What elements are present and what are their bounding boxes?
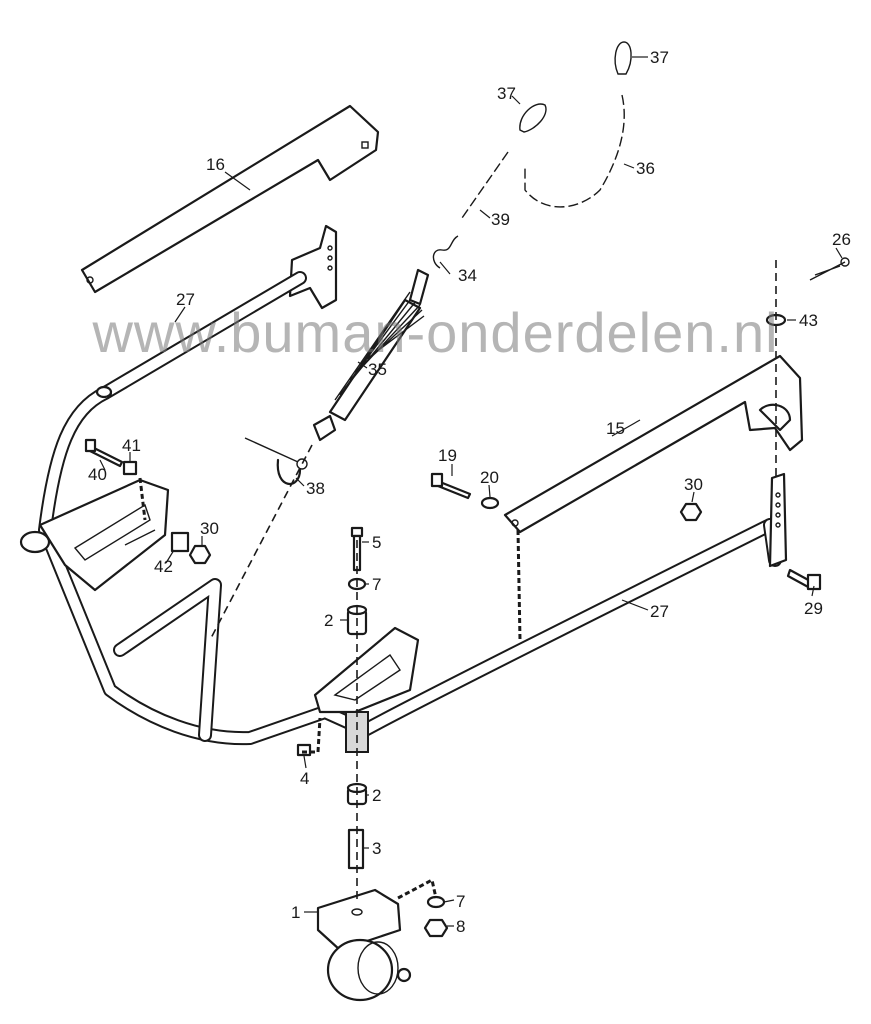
part-27-rear-bracket	[288, 224, 338, 310]
callout-5: 5	[372, 533, 381, 552]
part-1-caster-wheel	[316, 888, 412, 1002]
part-38-shackle	[244, 437, 308, 486]
callout-34: 34	[458, 266, 477, 285]
part-27-main-frame	[19, 271, 782, 746]
part-2-bushing-bottom	[346, 782, 368, 806]
callout-37-top: 37	[650, 48, 669, 67]
callout-38: 38	[306, 479, 325, 498]
part-34-s-hook	[432, 235, 459, 269]
part-5-bolt	[350, 526, 364, 572]
callout-2-bottom: 2	[372, 786, 381, 805]
part-3-spacer	[347, 828, 365, 870]
part-37-hook-left	[519, 103, 547, 133]
callout-3: 3	[372, 839, 381, 858]
callout-7-top: 7	[372, 575, 381, 594]
assembly-lines	[138, 260, 777, 900]
callout-16: 16	[206, 155, 225, 174]
part-8-nut	[423, 918, 449, 938]
callout-26: 26	[832, 230, 851, 249]
part-16-upper-bar	[80, 104, 380, 294]
callout-7-bottom: 7	[456, 892, 465, 911]
part-19-bolt	[430, 472, 472, 500]
part-4-bolt	[296, 743, 312, 757]
part-36-chain	[524, 94, 625, 208]
part-15-right-bar	[503, 354, 804, 534]
callout-27-bottom: 27	[650, 602, 669, 621]
part-35-spring	[312, 268, 430, 442]
center-foot-plate	[313, 626, 420, 714]
callout-20: 20	[480, 468, 499, 487]
part-37-hook-top	[614, 41, 632, 75]
callout-41: 41	[122, 436, 141, 455]
part-7-washer-bottom	[426, 895, 446, 909]
callout-4: 4	[300, 769, 309, 788]
callout-8: 8	[456, 917, 465, 936]
callout-43: 43	[799, 311, 818, 330]
right-upright	[768, 472, 788, 568]
part-41-nut	[122, 460, 138, 476]
callouts: 16 27 15 27 19 20 26 43 30 29 34 35 37 3…	[88, 48, 851, 936]
part-40-bolt	[84, 438, 124, 468]
callout-30-right: 30	[684, 475, 703, 494]
callout-2-top: 2	[324, 611, 333, 630]
part-30-nut-right	[679, 502, 703, 522]
callout-29: 29	[804, 599, 823, 618]
callout-19: 19	[438, 446, 457, 465]
callout-27-top: 27	[176, 290, 195, 309]
callout-1: 1	[291, 903, 300, 922]
callout-15: 15	[606, 419, 625, 438]
part-30-nut-left	[188, 544, 212, 565]
callout-36: 36	[636, 159, 655, 178]
part-39-chain-short	[461, 151, 509, 219]
part-29-bolt	[786, 568, 822, 591]
callout-39: 39	[491, 210, 510, 229]
callout-35: 35	[368, 360, 387, 379]
part-26-pin	[809, 257, 850, 281]
callout-40: 40	[88, 465, 107, 484]
callout-42: 42	[154, 557, 173, 576]
part-42-block	[170, 531, 190, 553]
callout-30-left: 30	[200, 519, 219, 538]
part-20-washer	[480, 496, 500, 510]
leader-lines	[99, 56, 843, 927]
center-sleeve	[345, 711, 369, 753]
callout-37-left: 37	[497, 84, 516, 103]
